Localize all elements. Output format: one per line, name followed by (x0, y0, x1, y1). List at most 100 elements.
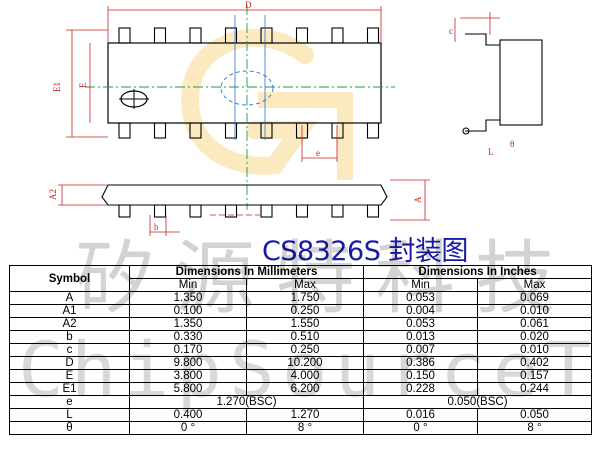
pin-lead (224, 122, 238, 139)
logo-watermark (180, 28, 353, 180)
mm-min-cell: 0.330 (129, 330, 247, 344)
mm-min-cell: 1.350 (129, 317, 247, 331)
in-max-cell: 0.061 (476, 317, 593, 331)
label-b: b (154, 222, 159, 232)
table-header-row: Symbol Dimensions In Millimeters Dimensi… (9, 265, 593, 292)
inch-header: Dimensions In Inches (362, 265, 593, 279)
table-row: e 1.270(BSC) 0.050(BSC) (9, 395, 593, 409)
in-max-cell: 0.020 (476, 330, 593, 344)
table-subheader-row: Min Max Min Max (10, 278, 593, 292)
side-view (101, 184, 388, 218)
pin-lead (366, 122, 380, 139)
pin-lead (295, 27, 309, 44)
label-A2: A2 (48, 189, 58, 200)
in-min-cell: 0 ° (363, 421, 478, 435)
mm-max-cell: 6.200 (246, 382, 364, 396)
bottom-pins (118, 122, 380, 139)
label-c: c (449, 26, 453, 36)
label-theta: θ (510, 139, 514, 149)
package-title: CS8326S 封装图 (262, 236, 468, 267)
in-min-cell: 0.386 (363, 356, 478, 370)
symbol-cell: c (9, 343, 130, 357)
pin-lead (331, 204, 344, 218)
in-max-cell: 0.157 (476, 369, 593, 383)
pin-lead (224, 204, 238, 218)
centerlines (85, 5, 395, 210)
mm-max-header: Max (246, 278, 364, 292)
pin-lead (153, 204, 167, 218)
mm-header: Dimensions In Millimeters (129, 265, 364, 279)
in-max-header: Max (476, 278, 593, 292)
label-D: D (245, 0, 252, 10)
pin-lead (118, 122, 131, 139)
in-min-cell: 0.016 (363, 408, 478, 422)
mm-min-cell: 0.170 (129, 343, 247, 357)
mm-min-header: Min (129, 278, 247, 292)
in-max-cell: 0.069 (476, 291, 593, 305)
mm-max-cell: 1.270 (246, 408, 364, 422)
dimensions-table: Symbol Dimensions In Millimeters Dimensi… (9, 265, 593, 435)
label-E1: E1 (52, 82, 62, 92)
mm-max-cell: 1.550 (246, 317, 364, 331)
label-E: E (78, 82, 88, 88)
mm-max-cell: 8 ° (246, 421, 364, 435)
symbol-cell: θ (9, 421, 130, 435)
pin-lead (366, 27, 380, 44)
mm-min-cell: 5.800 (129, 382, 247, 396)
pin-lead (260, 27, 273, 44)
in-min-cell: 0.228 (363, 382, 478, 396)
pin-lead (331, 122, 344, 139)
pin-lead (260, 204, 273, 218)
end-view (462, 33, 543, 135)
pin-lead (153, 27, 167, 44)
label-A: A (413, 196, 423, 203)
dimension-D (107, 6, 382, 43)
in-min-header: Min (363, 278, 478, 292)
side-pins (118, 204, 380, 218)
mm-max-cell: 0.510 (246, 330, 364, 344)
in-min-cell: 0.053 (363, 317, 478, 331)
mm-bsc-cell: 1.270(BSC) (129, 395, 364, 409)
table-row: L 0.400 1.270 0.016 0.050 (9, 408, 593, 422)
mm-min-cell: 9.800 (129, 356, 247, 370)
mm-min-cell: 0.100 (129, 304, 247, 318)
in-max-cell: 8 ° (476, 421, 593, 435)
symbol-cell: b (9, 330, 130, 344)
symbol-cell: E (9, 369, 130, 383)
pin-lead (189, 204, 202, 218)
mm-max-cell: 0.250 (246, 343, 364, 357)
table-row: θ 0 ° 8 ° 0 ° 8 ° (9, 421, 593, 435)
pin-lead (331, 27, 344, 44)
top-pins (118, 27, 380, 44)
in-min-cell: 0.007 (363, 343, 478, 357)
mm-max-cell: 1.750 (246, 291, 364, 305)
symbol-cell: e (9, 395, 130, 409)
pin-lead (295, 204, 309, 218)
pin-lead (153, 122, 167, 139)
in-max-cell: 0.244 (476, 382, 593, 396)
top-view (107, 27, 382, 139)
in-min-cell: 0.013 (363, 330, 478, 344)
in-max-cell: 0.010 (476, 304, 593, 318)
label-L: L (488, 147, 494, 157)
symbol-cell: L (9, 408, 130, 422)
in-min-cell: 0.004 (363, 304, 478, 318)
pin-lead (260, 122, 273, 139)
symbol-cell: E1 (9, 382, 130, 396)
in-max-cell: 0.010 (476, 343, 593, 357)
label-e: e (316, 148, 320, 158)
in-min-cell: 0.150 (363, 369, 478, 383)
mm-min-cell: 0.400 (129, 408, 247, 422)
symbol-cell: A (9, 291, 130, 305)
pin-lead (189, 122, 202, 139)
in-bsc-cell: 0.050(BSC) (362, 395, 593, 409)
package-outline-drawing: D E1 E e A2 A b (48, 0, 543, 236)
